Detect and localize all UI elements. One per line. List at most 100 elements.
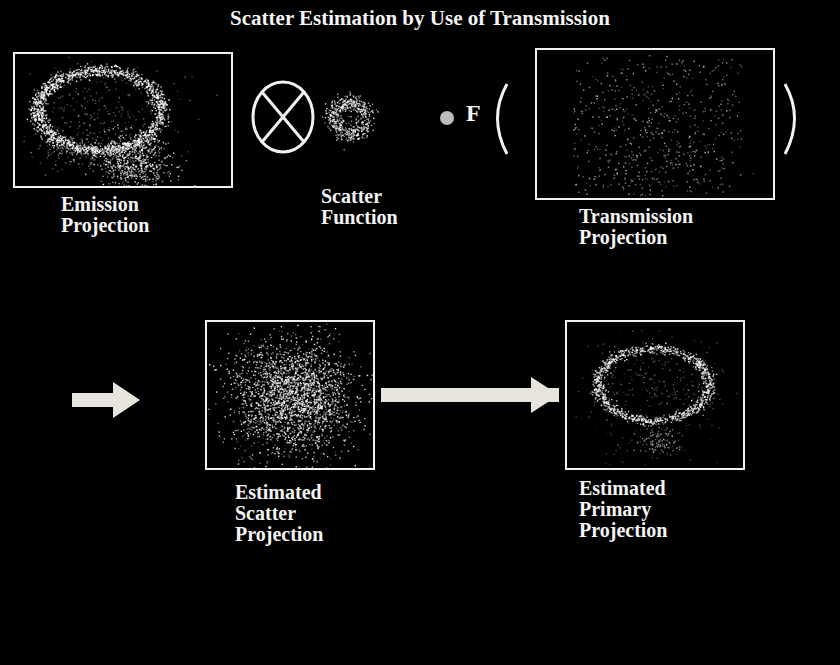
count-pixel (155, 129, 156, 130)
count-pixel (136, 166, 137, 167)
count-pixel (102, 72, 103, 73)
count-pixel (92, 132, 93, 133)
count-pixel (134, 146, 135, 147)
count-pixel (77, 148, 78, 149)
count-pixel (39, 124, 40, 125)
count-pixel (72, 77, 73, 78)
count-pixel (152, 150, 153, 151)
count-pixel (103, 131, 104, 132)
count-pixel (68, 142, 69, 143)
count-pixel (84, 146, 85, 147)
count-pixel (56, 79, 57, 80)
count-pixel (115, 88, 116, 89)
count-pixel (35, 109, 36, 110)
count-pixel (121, 113, 122, 114)
count-pixel (99, 98, 100, 99)
count-pixel (140, 177, 141, 178)
count-pixel (45, 127, 46, 128)
count-pixel (87, 154, 88, 155)
count-pixel (151, 130, 152, 131)
count-pixel (112, 146, 113, 147)
count-pixel (102, 152, 103, 153)
count-pixel (146, 83, 147, 84)
count-pixel (130, 80, 131, 81)
count-pixel (168, 142, 169, 143)
count-pixel (162, 101, 163, 102)
count-pixel (145, 135, 146, 136)
count-pixel (51, 81, 52, 82)
count-pixel (46, 87, 47, 88)
count-pixel (54, 133, 55, 134)
count-pixel (147, 135, 148, 136)
count-pixel (103, 123, 104, 124)
count-pixel (88, 68, 89, 69)
count-pixel (93, 147, 94, 148)
count-pixel (41, 114, 42, 115)
count-pixel (96, 75, 97, 76)
count-pixel (151, 93, 152, 94)
count-pixel (115, 149, 116, 150)
count-pixel (141, 172, 142, 173)
count-pixel (88, 89, 89, 90)
count-pixel (45, 124, 46, 125)
count-pixel (113, 148, 114, 149)
count-pixel (37, 90, 38, 91)
count-pixel (157, 115, 158, 116)
count-pixel (40, 97, 41, 98)
count-pixel (90, 95, 91, 96)
count-pixel (106, 158, 107, 159)
count-pixel (160, 106, 161, 107)
count-pixel (152, 97, 153, 98)
count-pixel (50, 134, 51, 135)
count-pixel (98, 70, 99, 71)
count-pixel (74, 142, 75, 143)
count-pixel (93, 70, 94, 71)
count-pixel (127, 111, 128, 112)
count-pixel (68, 77, 69, 78)
count-pixel (138, 134, 139, 135)
flow-arrow (381, 388, 559, 402)
count-pixel (127, 147, 128, 148)
count-pixel (41, 122, 42, 123)
count-pixel (138, 138, 139, 139)
count-pixel (123, 174, 124, 175)
count-pixel (64, 146, 65, 147)
count-pixel (101, 143, 102, 144)
count-pixel (37, 102, 38, 103)
convolution-symbol (253, 82, 313, 152)
count-pixel (171, 164, 172, 165)
count-pixel (33, 106, 34, 107)
count-pixel (48, 127, 49, 128)
count-pixel (126, 71, 127, 72)
count-pixel (120, 147, 121, 148)
count-pixel (49, 128, 50, 129)
count-pixel (48, 133, 49, 134)
count-pixel (85, 108, 86, 109)
count-pixel (49, 119, 50, 120)
count-pixel (47, 82, 48, 83)
count-pixel (147, 105, 148, 106)
count-pixel (153, 107, 154, 108)
count-pixel (134, 84, 135, 85)
count-pixel (156, 164, 157, 165)
count-pixel (86, 72, 87, 73)
count-pixel (112, 151, 113, 152)
count-pixel (142, 87, 143, 88)
count-pixel (126, 126, 127, 127)
count-pixel (50, 93, 51, 94)
count-pixel (143, 118, 144, 119)
count-pixel (76, 88, 77, 89)
count-pixel (146, 86, 147, 87)
count-pixel (117, 74, 118, 75)
count-pixel (143, 131, 144, 132)
count-pixel (112, 71, 113, 72)
count-pixel (151, 126, 152, 127)
count-pixel (67, 81, 68, 82)
count-pixel (134, 76, 135, 77)
count-pixel (76, 149, 77, 150)
count-pixel (146, 162, 147, 163)
count-pixel (76, 73, 77, 74)
count-pixel (40, 95, 41, 96)
count-pixel (132, 70, 133, 71)
count-pixel (40, 129, 41, 130)
